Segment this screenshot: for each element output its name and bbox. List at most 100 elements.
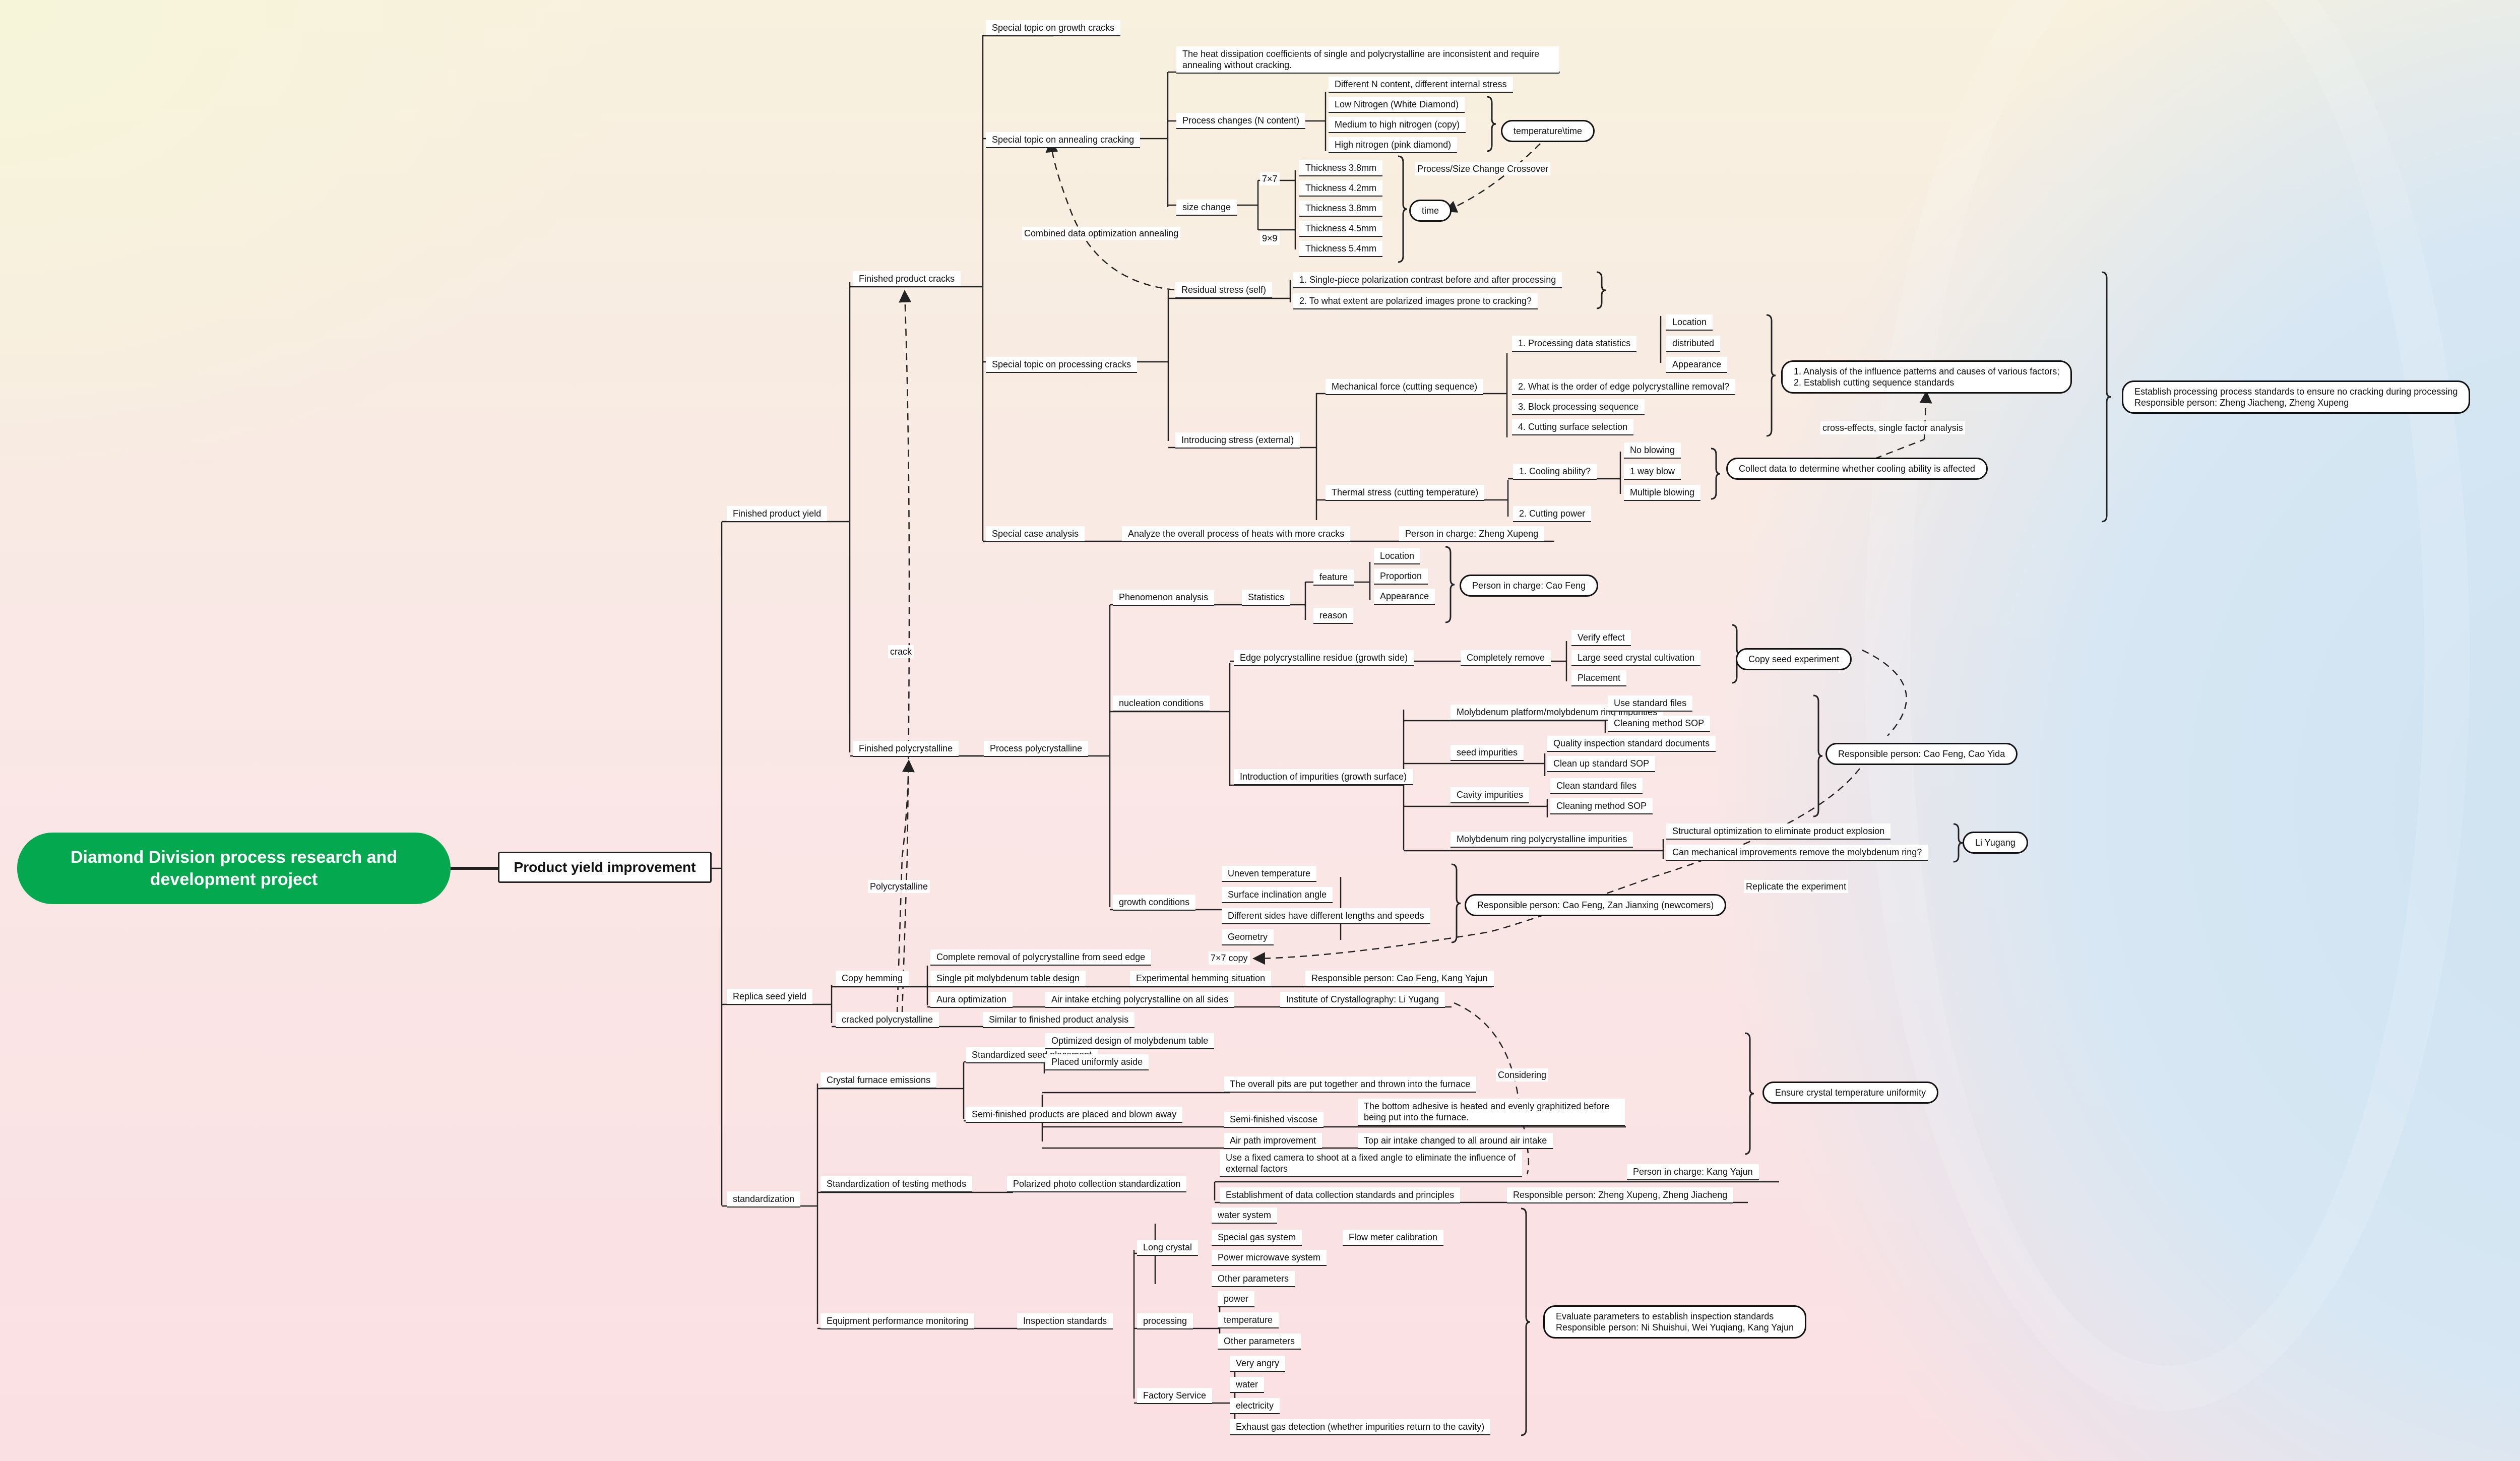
node-cutting-power[interactable]: 2. Cutting power: [1513, 506, 1592, 522]
node-air-path[interactable]: Air path improvement: [1224, 1133, 1322, 1149]
node-residual-item-1[interactable]: 2. To what extent are polarized images p…: [1293, 293, 1538, 309]
node-stat-distributed[interactable]: distributed: [1666, 336, 1721, 352]
node-mech-item-0[interactable]: 1. Processing data statistics: [1512, 336, 1637, 352]
node-n-item-1[interactable]: Low Nitrogen (White Diamond): [1329, 97, 1465, 113]
node-blow-0[interactable]: No blowing: [1624, 442, 1681, 459]
node-statistics[interactable]: Statistics: [1242, 590, 1291, 606]
node-cavity-item-0[interactable]: Clean standard files: [1550, 778, 1643, 794]
node-finished-polycrystalline[interactable]: Finished polycrystalline: [853, 741, 959, 757]
node-resp-kang[interactable]: Responsible person: Cao Feng, Kang Yajun: [1305, 971, 1494, 987]
node-flow-meter[interactable]: Flow meter calibration: [1343, 1230, 1444, 1246]
branch-standardization[interactable]: standardization: [727, 1191, 801, 1208]
node-growth-2[interactable]: Different sides have different lengths a…: [1222, 908, 1430, 924]
node-processing-cracks[interactable]: Special topic on processing cracks: [986, 357, 1138, 373]
node-factory-item-0[interactable]: Very angry: [1230, 1356, 1286, 1372]
pill-copy-seed[interactable]: Copy seed experiment: [1736, 648, 1852, 670]
node-residual-item-0[interactable]: 1. Single-piece polarization contrast be…: [1293, 272, 1562, 288]
node-analyze-overall[interactable]: Analyze the overall process of heats wit…: [1122, 526, 1351, 542]
node-long-item-0[interactable]: water system: [1212, 1208, 1278, 1224]
pill-li-yugang[interactable]: Li Yugang: [1963, 832, 2028, 854]
pill-time[interactable]: time: [1409, 200, 1452, 222]
node-person-kang[interactable]: Person in charge: Kang Yajun: [1627, 1164, 1759, 1180]
node-single-pit[interactable]: Single pit molybdenum table design: [930, 971, 1086, 987]
node-impurities[interactable]: Introduction of impurities (growth surfa…: [1234, 769, 1413, 785]
node-air-intake[interactable]: Air intake etching polycrystalline on al…: [1045, 992, 1235, 1008]
node-stat-appearance[interactable]: Appearance: [1666, 357, 1728, 373]
node-feature-appearance[interactable]: Appearance: [1374, 589, 1435, 605]
node-long-crystal[interactable]: Long crystal: [1137, 1240, 1199, 1256]
node-growth-3[interactable]: Geometry: [1222, 929, 1274, 945]
node-nucleation[interactable]: nucleation conditions: [1113, 695, 1210, 712]
node-mech-item-1[interactable]: 2. What is the order of edge polycrystal…: [1512, 379, 1736, 395]
node-verify-effect[interactable]: Verify effect: [1571, 630, 1631, 646]
node-cavity-impurities[interactable]: Cavity impurities: [1451, 787, 1530, 803]
node-cooling[interactable]: 1. Cooling ability?: [1513, 464, 1597, 480]
node-mo-item-0[interactable]: Use standard files: [1608, 695, 1693, 712]
node-mech-item-2[interactable]: 3. Block processing sequence: [1512, 399, 1645, 415]
node-cracked-poly[interactable]: cracked polycrystalline: [836, 1012, 939, 1028]
pill-collect-data[interactable]: Collect data to determine whether coolin…: [1726, 458, 1988, 480]
node-residual-stress[interactable]: Residual stress (self): [1175, 282, 1273, 298]
node-process-changes[interactable]: Process changes (N content): [1176, 113, 1306, 129]
node-seed-item-1[interactable]: Clean up standard SOP: [1547, 756, 1656, 772]
pill-evaluate[interactable]: Evaluate parameters to establish inspect…: [1543, 1305, 1806, 1339]
node-edge-residue[interactable]: Edge polycrystalline residue (growth sid…: [1234, 650, 1414, 666]
node-processing-item-2[interactable]: Other parameters: [1218, 1333, 1301, 1350]
root-topic[interactable]: Diamond Division process research and de…: [17, 833, 451, 904]
node-top-air[interactable]: Top air intake changed to all around air…: [1358, 1133, 1553, 1149]
node-introducing-stress[interactable]: Introducing stress (external): [1175, 432, 1300, 449]
node-process-polycrystalline[interactable]: Process polycrystalline: [984, 741, 1089, 757]
node-n-item-0[interactable]: Different N content, different internal …: [1329, 77, 1513, 93]
pill-analysis[interactable]: 1. Analysis of the influence patterns an…: [1781, 360, 2072, 394]
branch-finished-product-yield[interactable]: Finished product yield: [727, 506, 828, 522]
node-processing-item-0[interactable]: power: [1218, 1291, 1255, 1307]
node-factory-item-1[interactable]: water: [1230, 1377, 1265, 1393]
node-feature-proportion[interactable]: Proportion: [1374, 568, 1428, 585]
node-polarized[interactable]: Polarized photo collection standardizati…: [1007, 1176, 1187, 1192]
node-feature[interactable]: feature: [1313, 569, 1354, 586]
node-placement-1[interactable]: Placed uniformly aside: [1045, 1054, 1149, 1070]
node-long-item-2[interactable]: Power microwave system: [1212, 1250, 1327, 1266]
node-growth-1[interactable]: Surface inclination angle: [1222, 887, 1333, 903]
pill-zan[interactable]: Responsible person: Cao Feng, Zan Jianxi…: [1465, 894, 1727, 916]
node-mech-item-3[interactable]: 4. Cutting surface selection: [1512, 419, 1634, 435]
node-fixed-camera[interactable]: Use a fixed camera to shoot at a fixed a…: [1220, 1150, 1522, 1177]
branch-replica-seed-yield[interactable]: Replica seed yield: [727, 989, 813, 1005]
node-placement[interactable]: Placement: [1571, 670, 1627, 686]
node-thermal-stress[interactable]: Thermal stress (cutting temperature): [1326, 485, 1485, 501]
node-establishment[interactable]: Establishment of data collection standar…: [1220, 1187, 1461, 1203]
node-large-seed[interactable]: Large seed crystal cultivation: [1571, 650, 1701, 666]
node-heat-dissipation[interactable]: The heat dissipation coefficients of sin…: [1176, 46, 1559, 74]
node-furnace[interactable]: Crystal furnace emissions: [821, 1072, 937, 1089]
node-size-change[interactable]: size change: [1176, 200, 1237, 216]
node-mo-item-1[interactable]: Cleaning method SOP: [1608, 716, 1711, 732]
node-n-item-2[interactable]: Medium to high nitrogen (copy): [1329, 117, 1466, 133]
pill-cao-yida[interactable]: Responsible person: Cao Feng, Cao Yida: [1825, 743, 2018, 765]
pill-cao-feng[interactable]: Person in charge: Cao Feng: [1460, 575, 1599, 597]
node-similar[interactable]: Similar to finished product analysis: [983, 1012, 1135, 1028]
node-long-item-3[interactable]: Other parameters: [1212, 1271, 1295, 1287]
node-thickness-0[interactable]: Thickness 3.8mm: [1299, 160, 1383, 176]
node-blow-2[interactable]: Multiple blowing: [1624, 485, 1701, 501]
node-inspection[interactable]: Inspection standards: [1017, 1313, 1113, 1329]
node-long-item-1[interactable]: Special gas system: [1212, 1230, 1302, 1246]
node-factory-item-3[interactable]: Exhaust gas detection (whether impuritie…: [1230, 1419, 1491, 1435]
node-factory-item-2[interactable]: electricity: [1230, 1398, 1280, 1414]
node-thickness-3[interactable]: Thickness 4.5mm: [1299, 221, 1383, 237]
node-ring-item-1[interactable]: Can mechanical improvements remove the m…: [1666, 845, 1928, 861]
pill-temperature-time[interactable]: temperature\time: [1501, 120, 1595, 142]
node-factory[interactable]: Factory Service: [1137, 1388, 1213, 1404]
node-finished-product-cracks[interactable]: Finished product cracks: [853, 271, 961, 287]
node-seed-impurities[interactable]: seed impurities: [1451, 745, 1524, 761]
node-processing[interactable]: processing: [1137, 1313, 1193, 1329]
node-growth-cracks[interactable]: Special topic on growth cracks: [986, 20, 1121, 36]
node-bottom-adhesive[interactable]: The bottom adhesive is heated and evenly…: [1358, 1099, 1625, 1126]
node-feature-location[interactable]: Location: [1374, 548, 1421, 564]
node-mo-ring[interactable]: Molybdenum ring polycrystalline impuriti…: [1451, 832, 1633, 848]
node-thickness-2[interactable]: Thickness 3.8mm: [1299, 201, 1383, 217]
node-mechanical-force[interactable]: Mechanical force (cutting sequence): [1326, 379, 1484, 395]
node-blow-1[interactable]: 1 way blow: [1624, 464, 1681, 480]
node-equipment[interactable]: Equipment performance monitoring: [821, 1313, 975, 1329]
node-reason[interactable]: reason: [1313, 608, 1354, 624]
node-copy-hemming[interactable]: Copy hemming: [836, 971, 909, 987]
